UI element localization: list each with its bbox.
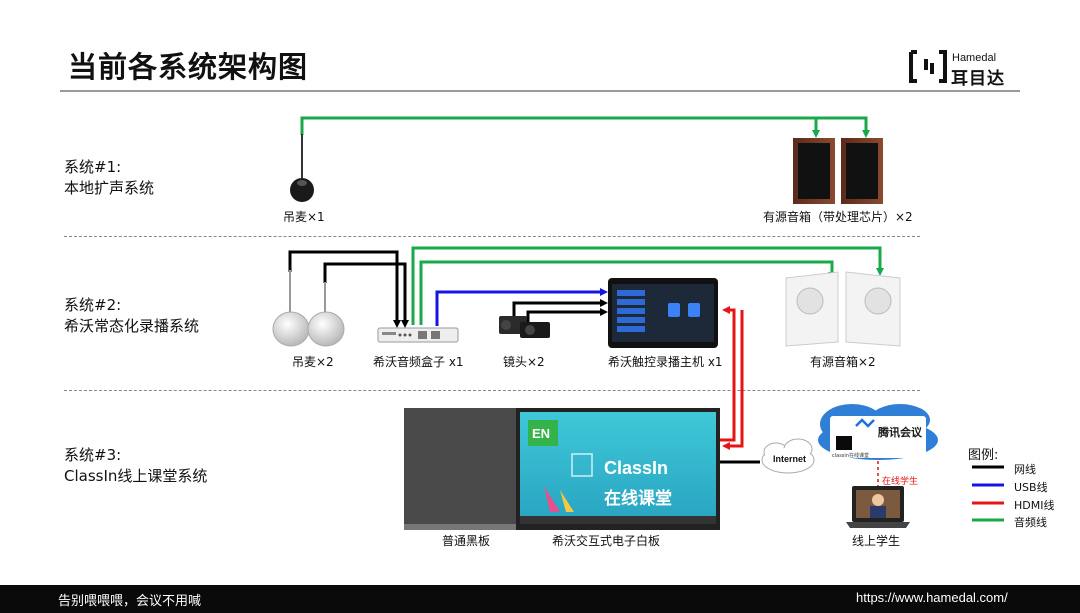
legend-title: 图例: [968, 448, 999, 463]
classin-app-label: classin在线课堂 [832, 453, 869, 459]
audio-box-icon [377, 327, 459, 343]
screen-slogan: 在线课堂 [604, 489, 672, 509]
system-1-label: 系统#1: 本地扩声系统 [64, 157, 154, 199]
section-divider-1 [64, 236, 920, 237]
footer-bar [0, 585, 1080, 613]
meeting-cloud-icon [818, 404, 938, 460]
camera-icon [499, 316, 550, 338]
page-title: 当前各系统架构图 [68, 50, 309, 84]
screen-brand: ClassIn [604, 458, 669, 478]
system-3-name: ClassIn线上课堂系统 [64, 467, 208, 485]
title-divider [60, 90, 1020, 92]
footer-url: https://www.hamedal.com/ [856, 590, 1008, 605]
whiteboard-caption: 希沃交互式电子白板 [552, 534, 661, 548]
whiteboard-icon [516, 408, 720, 530]
system-2-label: 系统#2: 希沃常态化录播系统 [64, 295, 199, 337]
brand-name-cn: 耳目达 [951, 69, 1005, 89]
laptop-student-icon [846, 486, 910, 528]
system-2-name: 希沃常态化录播系统 [64, 317, 200, 335]
meeting-label: 腾讯会议 [878, 426, 922, 439]
online-student-tag: 在线学生 [882, 477, 919, 487]
wooden-speakers-icon [793, 138, 883, 204]
brand-name-en: Hamedal [952, 52, 997, 64]
dual-pendant-mics-icon [272, 270, 345, 347]
speaker2-caption: 有源音箱×2 [810, 355, 876, 369]
internet-label: Internet [773, 454, 807, 464]
legend-hdmi-label: HDMI线 [1014, 499, 1055, 512]
system-1-name: 本地扩声系统 [64, 179, 155, 197]
footer-slogan: 告别喂喂喂，会议不用喊 [58, 594, 202, 609]
system-1-number: 系统#1: [64, 158, 122, 176]
legend-audio-label: 音频线 [1014, 516, 1047, 529]
host-caption: 希沃触控录播主机 x1 [608, 355, 723, 369]
pendant-mic-icon [290, 134, 314, 202]
mic2-caption: 吊麦×2 [292, 355, 334, 369]
system-3-number: 系统#3: [64, 446, 122, 464]
system-1-connections [300, 116, 870, 138]
speaker1-caption: 有源音箱（带处理芯片）×2 [763, 210, 913, 224]
student-caption: 线上学生 [852, 534, 901, 548]
recording-host-icon [608, 278, 718, 348]
screen-badge: EN [532, 426, 551, 441]
legend-network-label: 网线 [1014, 463, 1036, 476]
white-speakers-icon [785, 271, 901, 347]
system-3-label: 系统#3: ClassIn线上课堂系统 [64, 445, 207, 487]
section-divider-2 [64, 390, 920, 391]
camera-caption: 镜头×2 [503, 355, 545, 369]
legend-swatches [972, 465, 1004, 522]
internet-cloud-icon [761, 438, 815, 474]
system-2-number: 系统#2: [64, 296, 122, 314]
system-2-connections [288, 246, 884, 328]
legend-usb-label: USB线 [1014, 481, 1048, 494]
audio-box-caption: 希沃音频盒子 x1 [373, 355, 464, 369]
system-3-connections [720, 306, 879, 490]
hamedal-logo-icon [909, 50, 947, 83]
blackboard-caption: 普通黑板 [442, 534, 491, 548]
mic1-caption: 吊麦×1 [283, 210, 325, 224]
